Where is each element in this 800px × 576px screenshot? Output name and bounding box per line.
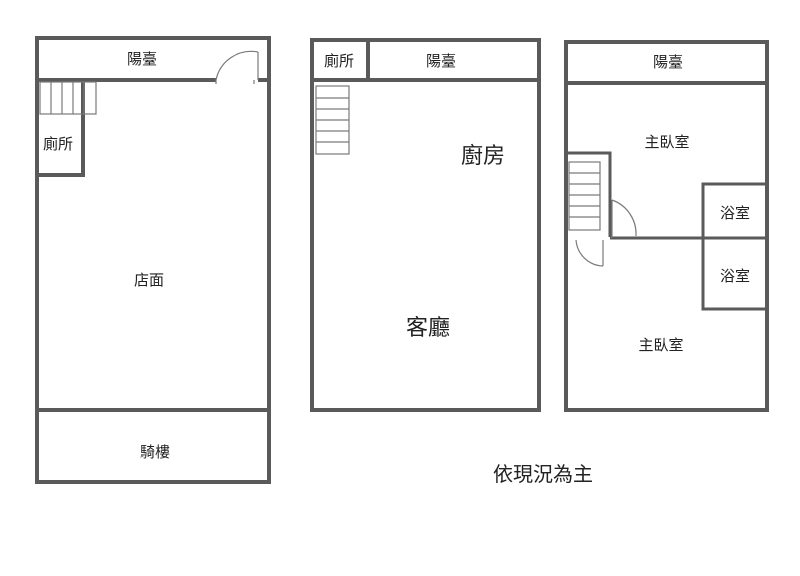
floor-1-outline [35,36,271,484]
floor-2-balcony-label: 陽臺 [426,52,456,70]
floor-3-stairs [568,161,601,231]
floor-1-balcony-label: 陽臺 [127,50,157,68]
floor-3-balcony-label: 陽臺 [653,53,683,71]
floor-3-master-bedroom-top-label: 主臥室 [644,133,689,151]
floor-3-doors [575,199,637,267]
floor-2-living-label: 客廳 [406,316,450,341]
floor-1-balcony-door [215,50,259,84]
floor-2-plan: 廁所 陽臺 廚房 客廳 [310,38,541,412]
floor-1-toilet-label: 廁所 [43,135,73,153]
floor-3-bathroom-top-label: 浴室 [720,204,750,222]
floor-1-toilet-wall [37,82,85,177]
floor-1-shop-label: 店面 [134,271,164,289]
floor-3-bathroom-bottom-walls [701,236,769,311]
floor-2-toilet-label: 廁所 [324,52,354,70]
floor-3-master-bedroom-bottom-label: 主臥室 [638,336,683,354]
floor-3-stair-wall [566,151,612,237]
floor-3-bathroom-bottom-label: 浴室 [720,267,750,285]
floor-3-outline [564,40,769,412]
floor-1-arcade-label: 騎樓 [140,443,170,461]
floor-2-kitchen-label: 廚房 [461,144,505,169]
disclaimer-note: 依現況為主 [493,462,593,486]
floor-3-plan: 陽臺 主臥室 浴室 浴室 主臥室 [564,40,769,412]
floor-1-stairs [39,81,97,115]
floor-2-outline [310,38,541,412]
floor-1-plan: 陽臺 廁所 店面 騎樓 [35,36,271,484]
floor-2-stairs [315,85,350,155]
